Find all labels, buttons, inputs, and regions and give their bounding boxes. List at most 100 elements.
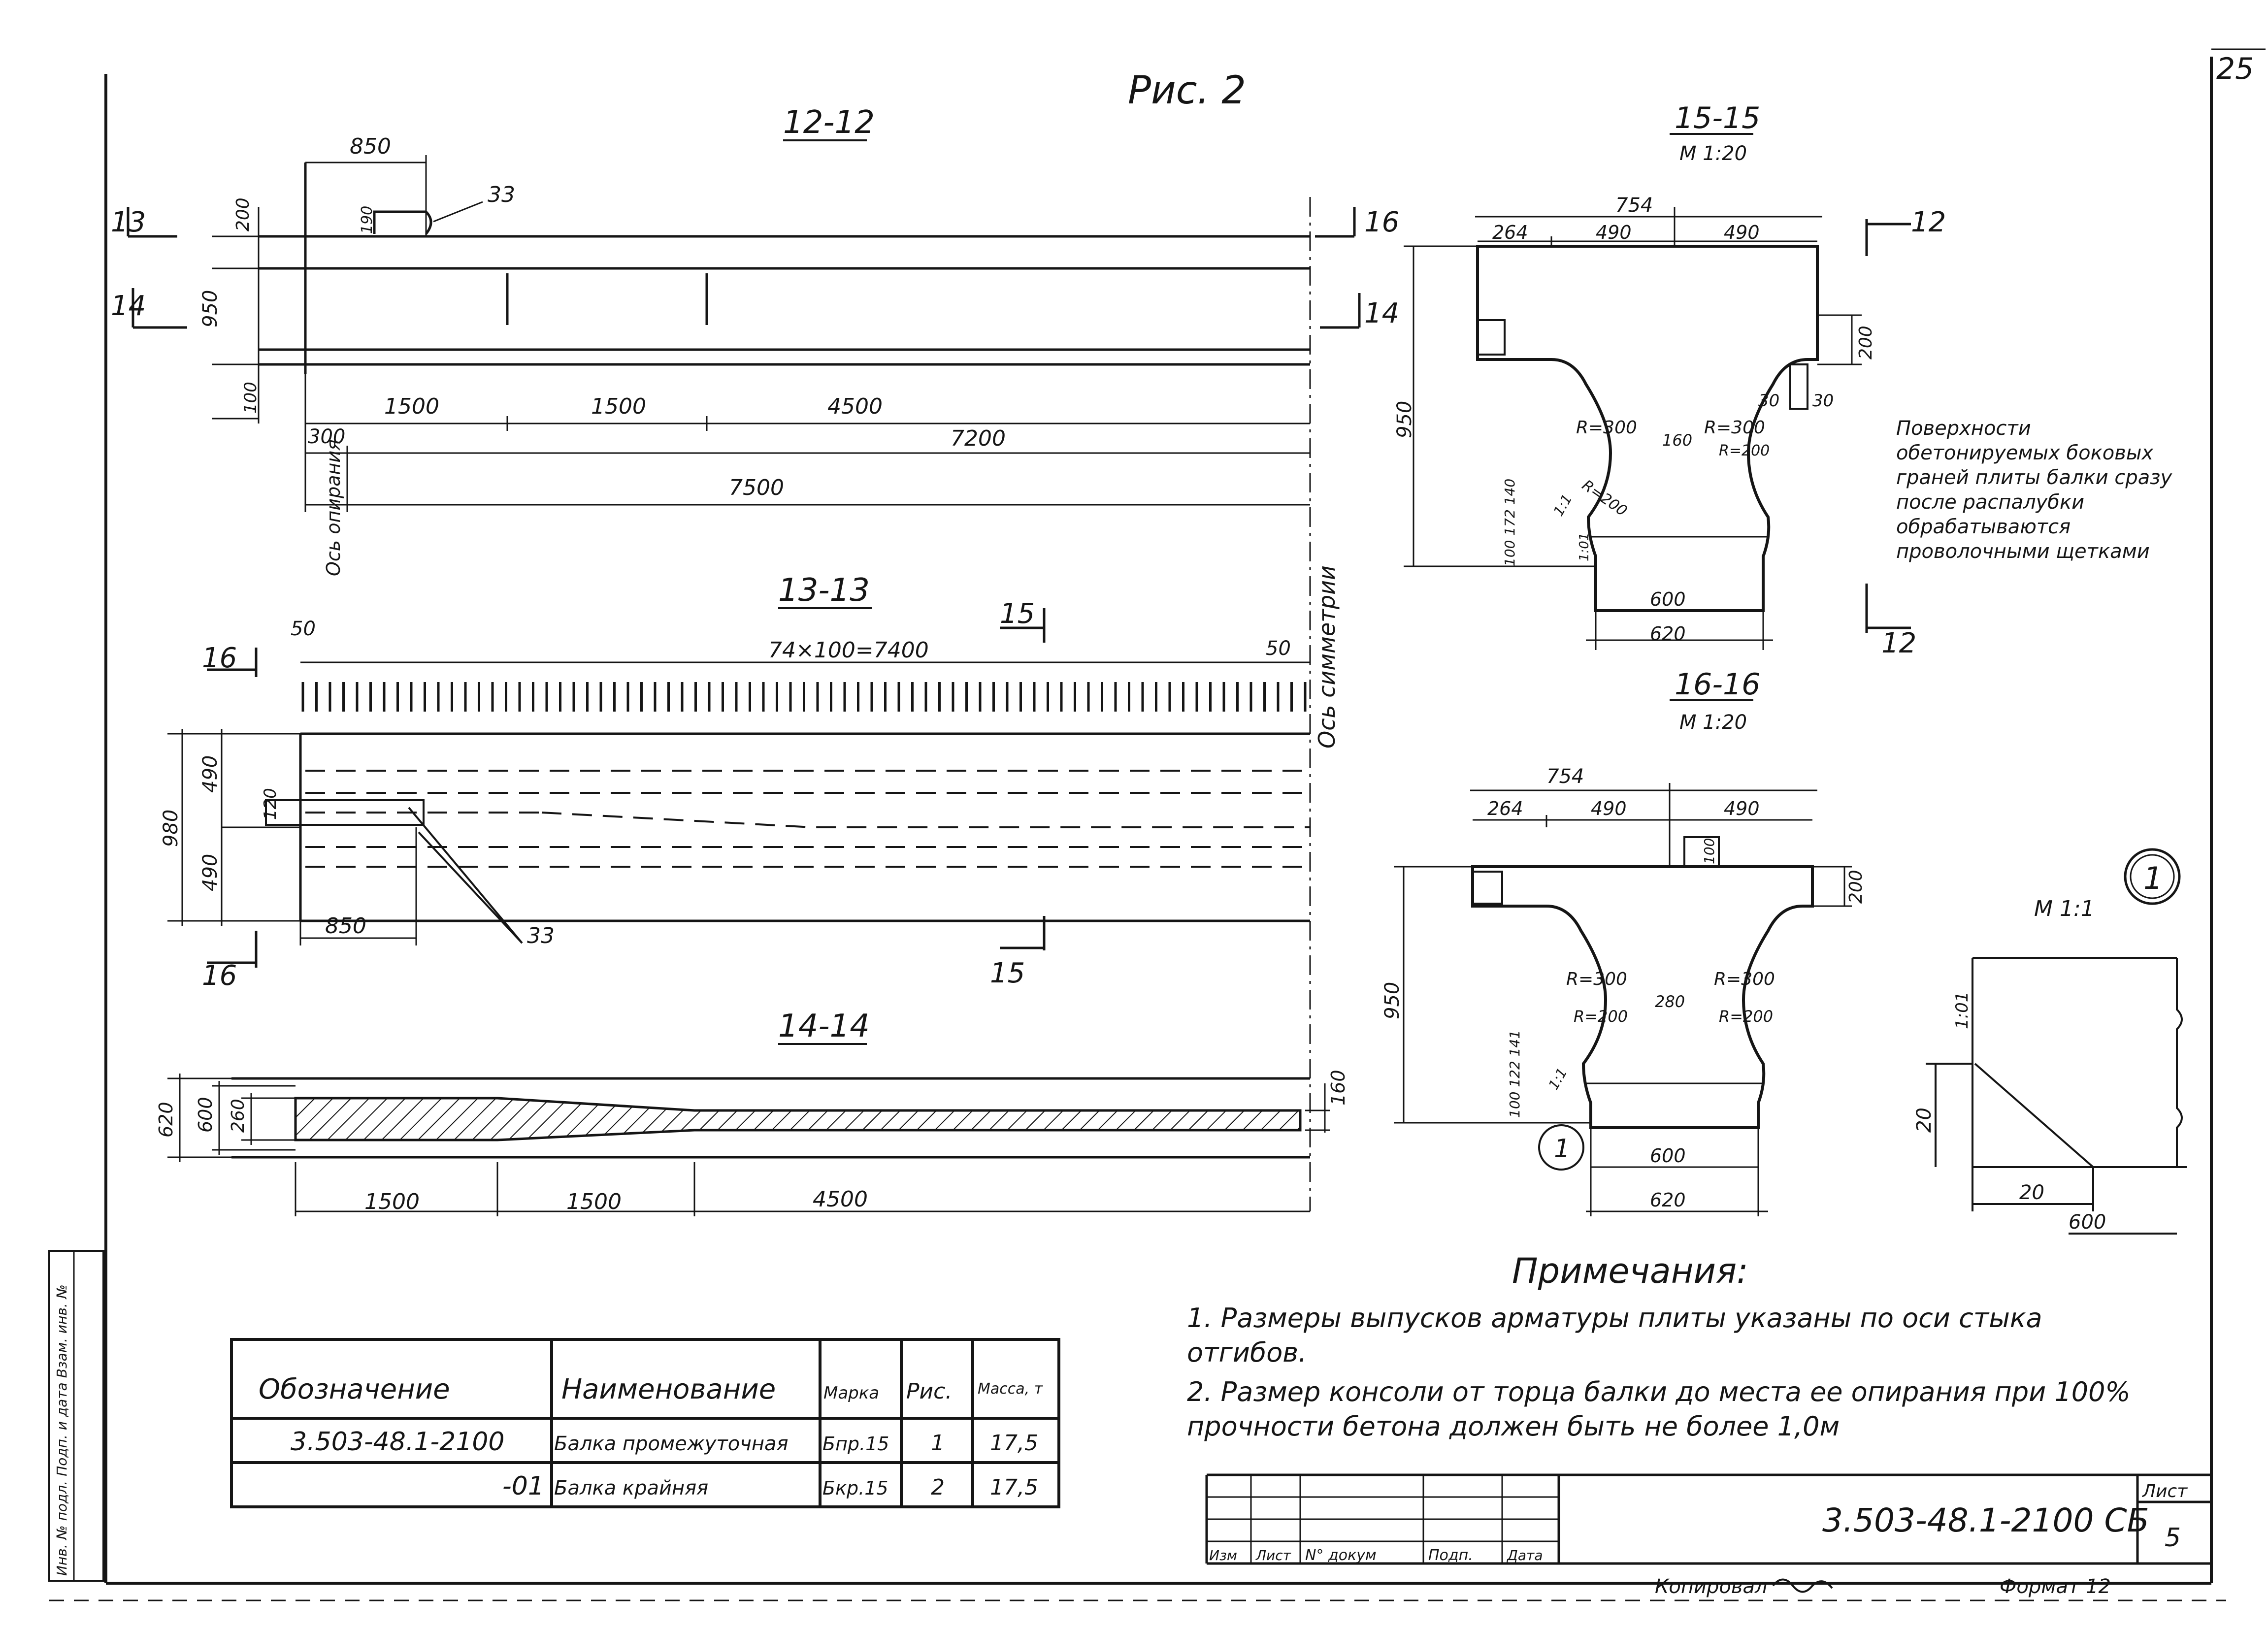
sheet-frame: [104, 57, 2213, 1585]
v13-cut-15b: 15: [990, 957, 1025, 989]
view-14-14: 14-14 620 600 260 160: [155, 1008, 1349, 1216]
v14-dim-1500a: 1500: [364, 1189, 420, 1214]
tb-doc-code: 3.503-48.1-2100 СБ: [1822, 1501, 2149, 1539]
v14-dim-1500b: 1500: [566, 1189, 622, 1214]
detail-slope: 1:01: [1952, 992, 1972, 1029]
spec-r1-mark: Бпр.15: [822, 1433, 889, 1455]
v16-slope-1-1: 1:1: [1545, 1065, 1570, 1093]
view-15-title: 15-15: [1675, 101, 1760, 135]
v14-dim-620: 620: [155, 1102, 177, 1138]
view-12-title: 12-12: [783, 104, 875, 141]
spec-head-mass: Масса, т: [978, 1380, 1044, 1398]
spec-r2-name: Балка крайняя: [554, 1477, 708, 1499]
v15-r300a: R=300: [1576, 418, 1637, 438]
v15-dim-stack: 100 172 140: [1502, 479, 1518, 566]
v15-dim-200: 200: [1856, 326, 1876, 359]
v15-dim-620: 620: [1650, 623, 1686, 645]
v16-r300b: R=300: [1714, 969, 1775, 989]
v16-dim-200: 200: [1846, 870, 1866, 904]
v15-dim-30a: 30: [1758, 391, 1779, 411]
detail-dim-600: 600: [2069, 1211, 2106, 1234]
v12-dim-200: 200: [233, 197, 253, 231]
v13-dim-490a: 490: [199, 755, 222, 793]
v15-dim-600: 600: [1650, 588, 1686, 610]
note-item-1: 1. Размеры выпусков арматуры плиты указа…: [1187, 1303, 2042, 1368]
v12-dim-1500b: 1500: [591, 394, 646, 419]
tb-col-izm: Изм: [1209, 1547, 1237, 1564]
v14-hatched-web: [294, 1097, 1302, 1141]
side-stamp-text: Инв. № подл. Подп. и дата Взам. инв. №: [54, 1284, 70, 1576]
detail-scale: М 1:1: [2034, 896, 2095, 921]
v12-cut-16: 16: [1364, 206, 1399, 238]
spec-head-fig: Рис.: [906, 1379, 952, 1404]
v15-profile: [1476, 245, 1819, 612]
view-16-16: 16-16 М 1:20 754 264 490 490 100 200: [1381, 667, 1866, 1216]
tb-sheet-label: Лист: [2141, 1481, 2188, 1501]
spec-head-mark: Марка: [823, 1383, 879, 1403]
tb-sheet-number: 5: [2165, 1523, 2181, 1553]
spec-r2-mark: Бкр.15: [822, 1477, 888, 1499]
format-label: Формат 12: [2000, 1575, 2111, 1598]
v13-dim-33: 33: [527, 923, 555, 948]
v12-dim-7500: 7500: [729, 475, 784, 500]
v12-cut-14: 14: [111, 290, 146, 322]
v13-dim-7400: 74×100=7400: [768, 638, 929, 663]
v15-dim-754: 754: [1615, 194, 1653, 217]
spec-table: Обозначение Наименование Марка Рис. Масс…: [230, 1338, 1060, 1508]
v16-dim-264: 264: [1487, 798, 1523, 819]
v15-dim-264: 264: [1492, 222, 1528, 243]
v14-dim-260: 260: [228, 1099, 248, 1133]
v16-r200b: R=200: [1719, 1007, 1773, 1026]
corner-number: 25: [2216, 52, 2254, 86]
detail-dim-20a: 20: [1913, 1108, 1936, 1133]
v16-dim-950: 950: [1381, 982, 1404, 1019]
title-block: Изм Лист N° докум Подп. Дата 3.503-48.1-…: [1205, 1473, 2211, 1598]
view-15-15: 15-15 М 1:20 754 264 490 490 200 3: [1393, 101, 1946, 659]
v15-dim-160: 160: [1662, 431, 1692, 450]
v15-slope-1-1: 1:1: [1550, 491, 1575, 519]
v16-scale: М 1:20: [1679, 711, 1747, 734]
v15-dim-490a: 490: [1596, 222, 1632, 243]
notes-title: Примечания:: [1512, 1251, 1748, 1291]
v15-dim-950: 950: [1393, 401, 1416, 438]
v12-cut-13: 13: [111, 206, 146, 238]
spec-r1-designation: 3.503-48.1-2100: [291, 1427, 505, 1457]
v15-dim-30b: 30: [1812, 391, 1834, 411]
v12-dim-100: 100: [241, 382, 261, 414]
spec-r2-fig: 2: [931, 1475, 945, 1500]
view-12-12: 12-12 33 850 200 190: [111, 104, 1399, 1211]
v13-cut-16: 16: [202, 642, 237, 674]
surface-note: Поверхности обетонируемых боковых граней…: [1896, 417, 2172, 563]
v15-dim-490b: 490: [1724, 222, 1760, 243]
v12-cut-14b: 14: [1364, 297, 1399, 329]
detail-1: 1 М 1:1 1:01 20 20 600: [1913, 848, 2187, 1235]
tb-col-date: Дата: [1506, 1547, 1543, 1564]
v15-slope-1-01: 1:01: [1577, 533, 1592, 561]
spec-r1-mass: 17,5: [990, 1431, 1038, 1456]
view-13-13: 13-13 50 50 74×100=7400 120 33: [160, 572, 1310, 992]
v16-r200a: R=200: [1574, 1007, 1628, 1026]
v13-dim-50a: 50: [291, 618, 316, 640]
view-16-title: 16-16: [1675, 667, 1760, 702]
spec-head-name: Наименование: [561, 1373, 776, 1405]
v12-dim-7200: 7200: [951, 426, 1006, 451]
v12-axis-support: Ось опирания: [323, 439, 344, 576]
v16-dim-490a: 490: [1591, 798, 1627, 819]
v16-r300a: R=300: [1566, 969, 1627, 989]
v13-dim-120: 120: [261, 788, 280, 820]
v14-dim-160: 160: [1327, 1070, 1349, 1106]
v14-dim-600: 600: [195, 1097, 216, 1133]
spec-r1-name: Балка промежуточная: [554, 1433, 789, 1455]
detail-dim-20b: 20: [2019, 1181, 2044, 1204]
v16-dim-stack: 100 122 141: [1507, 1030, 1523, 1118]
v13-dim-50b: 50: [1266, 637, 1291, 660]
v12-dim-1500a: 1500: [384, 394, 439, 419]
side-stamp: Инв. № подл. Подп. и дата Взам. инв. №: [48, 1250, 104, 1582]
v13-cut-15: 15: [1000, 598, 1035, 630]
v16-dim-754: 754: [1546, 765, 1584, 788]
v16-profile: [1471, 865, 1814, 1129]
v15-cut-12: 12: [1911, 206, 1946, 238]
v12-dim-190: 190: [359, 206, 376, 234]
v13-rebar-comb: [301, 682, 1307, 712]
v13-cut-16b: 16: [202, 960, 237, 992]
